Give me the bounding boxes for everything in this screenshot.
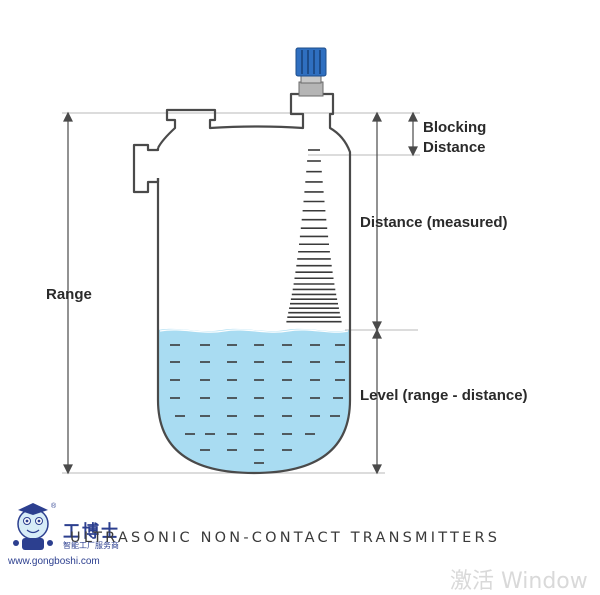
logo-url: www.gongboshi.com — [8, 556, 100, 567]
distance-measured-label: Distance (measured) — [360, 214, 508, 231]
range-dimension-line — [63, 111, 73, 475]
blocking-dimension-line — [408, 111, 418, 157]
activate-windows-watermark: 激活 Window — [450, 569, 588, 594]
ultrasonic-sensor-icon — [295, 47, 327, 97]
registered-mark: ® — [51, 502, 57, 510]
mascot-logo-icon: ® — [13, 502, 57, 550]
blocking-label-line1: Blocking — [423, 119, 486, 136]
liquid-dashes — [170, 344, 345, 464]
liquid-surface — [159, 329, 349, 333]
acoustic-waves — [286, 149, 342, 323]
diagram-canvas: Range Blocking Distance Distance (measur… — [13, 47, 528, 550]
footer-title: ULTRASONIC NON-CONTACT TRANSMITTERS — [70, 530, 501, 546]
liquid-fill — [158, 328, 350, 473]
range-label: Range — [46, 286, 92, 303]
logo-cn-subtitle: 智能工厂服务商 — [63, 541, 119, 550]
right-dimension-lines — [372, 111, 382, 475]
logo-cn-name: 工博士 — [63, 522, 120, 542]
level-label: Level (range - distance) — [360, 387, 528, 404]
reference-lines — [62, 112, 420, 474]
tank-outline — [132, 92, 352, 475]
blocking-label-line2: Distance — [423, 139, 486, 156]
